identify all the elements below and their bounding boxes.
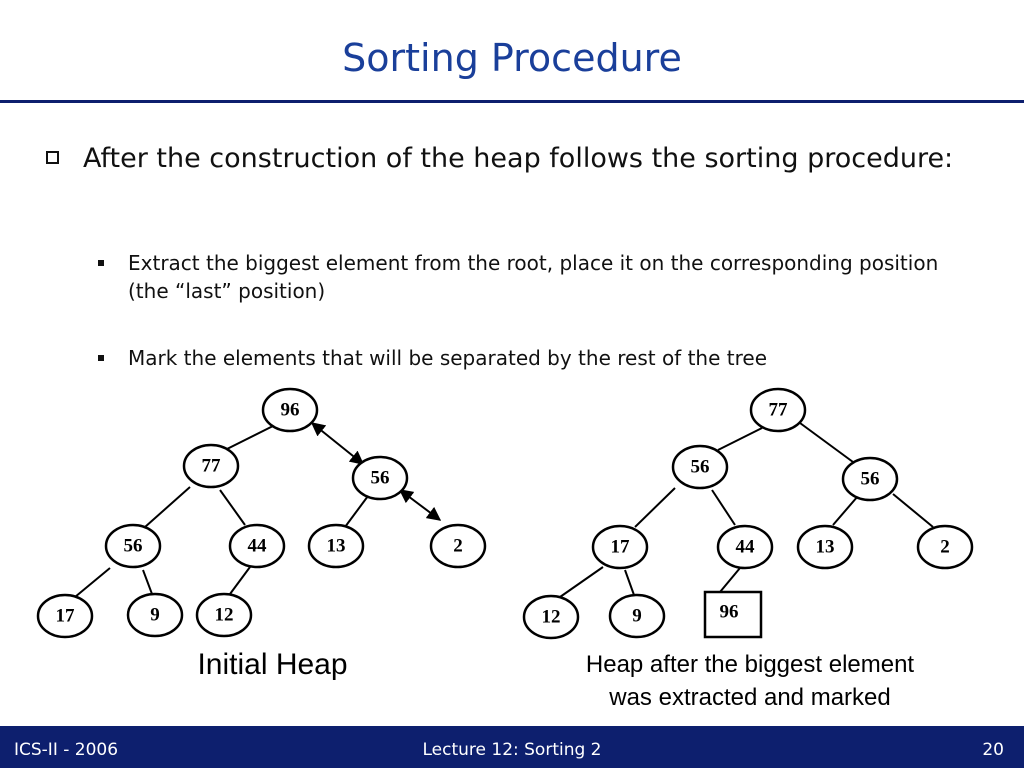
- marked-node: 96: [703, 590, 763, 639]
- heap-node: 12: [195, 592, 253, 638]
- heap-diagrams: 96 77 56 56 44 13 2 17: [36, 387, 974, 640]
- node-value: 12: [542, 607, 561, 628]
- slide-title: Sorting Procedure: [342, 36, 682, 80]
- heap-node: 17: [591, 524, 649, 570]
- node-value: 9: [150, 605, 160, 626]
- extracted-heap-caption: Heap after the biggest element was extra…: [540, 648, 960, 714]
- node-value: 77: [769, 400, 789, 421]
- last-swap-arrow: [398, 489, 442, 521]
- node-value: 2: [940, 537, 950, 558]
- node-value: 9: [632, 606, 642, 627]
- heap-node: 77: [182, 443, 240, 489]
- sub-bullet-text: Mark the elements that will be separated…: [128, 346, 767, 370]
- heap-node: 17: [36, 593, 94, 639]
- checkbox-bullet-icon: [46, 151, 59, 164]
- node-value: 96: [281, 400, 300, 421]
- square-bullet-icon: [98, 260, 104, 266]
- node-value: 17: [611, 537, 631, 558]
- initial-heap-edges: [74, 424, 369, 598]
- heap-node: 44: [716, 524, 774, 570]
- footer-bar: ICS-II - 2006 Lecture 12: Sorting 2 20: [0, 726, 1024, 768]
- initial-heap-caption: Initial Heap: [197, 648, 348, 681]
- caption-line: Heap after the biggest element: [585, 651, 915, 678]
- node-value: 13: [327, 536, 346, 557]
- node-value: 44: [736, 537, 756, 558]
- extracted-heap-edges: [559, 422, 934, 598]
- node-value: 56: [124, 536, 143, 557]
- heap-node: 56: [104, 523, 162, 569]
- heap-node: 56: [671, 444, 729, 490]
- heap-node: 96: [261, 387, 319, 433]
- heap-node: 2: [916, 524, 974, 570]
- node-value: 44: [248, 536, 268, 557]
- heap-node: 44: [228, 523, 286, 569]
- heap-node: 12: [522, 594, 580, 640]
- heap-node: 56: [351, 455, 409, 501]
- footer-lecture: Lecture 12: Sorting 2: [422, 740, 602, 760]
- title-divider: [0, 100, 1024, 103]
- node-value: 96: [720, 602, 739, 623]
- footer-course: ICS-II - 2006: [14, 740, 119, 760]
- root-swap-arrow: [310, 422, 365, 465]
- heap-node: 9: [608, 593, 666, 639]
- node-value: 56: [371, 468, 390, 489]
- node-value: 56: [691, 457, 710, 478]
- node-value: 13: [816, 537, 835, 558]
- heap-node: 9: [126, 592, 184, 638]
- node-value: 77: [202, 456, 222, 477]
- slide-number: 20: [982, 740, 1004, 760]
- main-bullet: After the construction of the heap follo…: [46, 142, 976, 176]
- node-value: 17: [56, 606, 76, 627]
- heap-node: 13: [307, 523, 365, 569]
- square-bullet-icon: [98, 355, 104, 361]
- heap-node: 2: [429, 523, 487, 569]
- node-value: 56: [861, 469, 880, 490]
- heap-node: 56: [841, 456, 899, 502]
- caption-line: was extracted and marked: [609, 684, 891, 711]
- swap-arrows: [310, 422, 442, 521]
- node-value: 12: [215, 605, 234, 626]
- heap-node: 13: [796, 524, 854, 570]
- main-bullet-text: After the construction of the heap follo…: [83, 143, 954, 174]
- sub-bullet: Mark the elements that will be separated…: [98, 344, 978, 372]
- heap-node: 77: [749, 387, 807, 433]
- sub-bullet-text: Extract the biggest element from the roo…: [128, 251, 939, 303]
- sub-bullet: Extract the biggest element from the roo…: [98, 249, 978, 305]
- node-value: 2: [453, 536, 463, 557]
